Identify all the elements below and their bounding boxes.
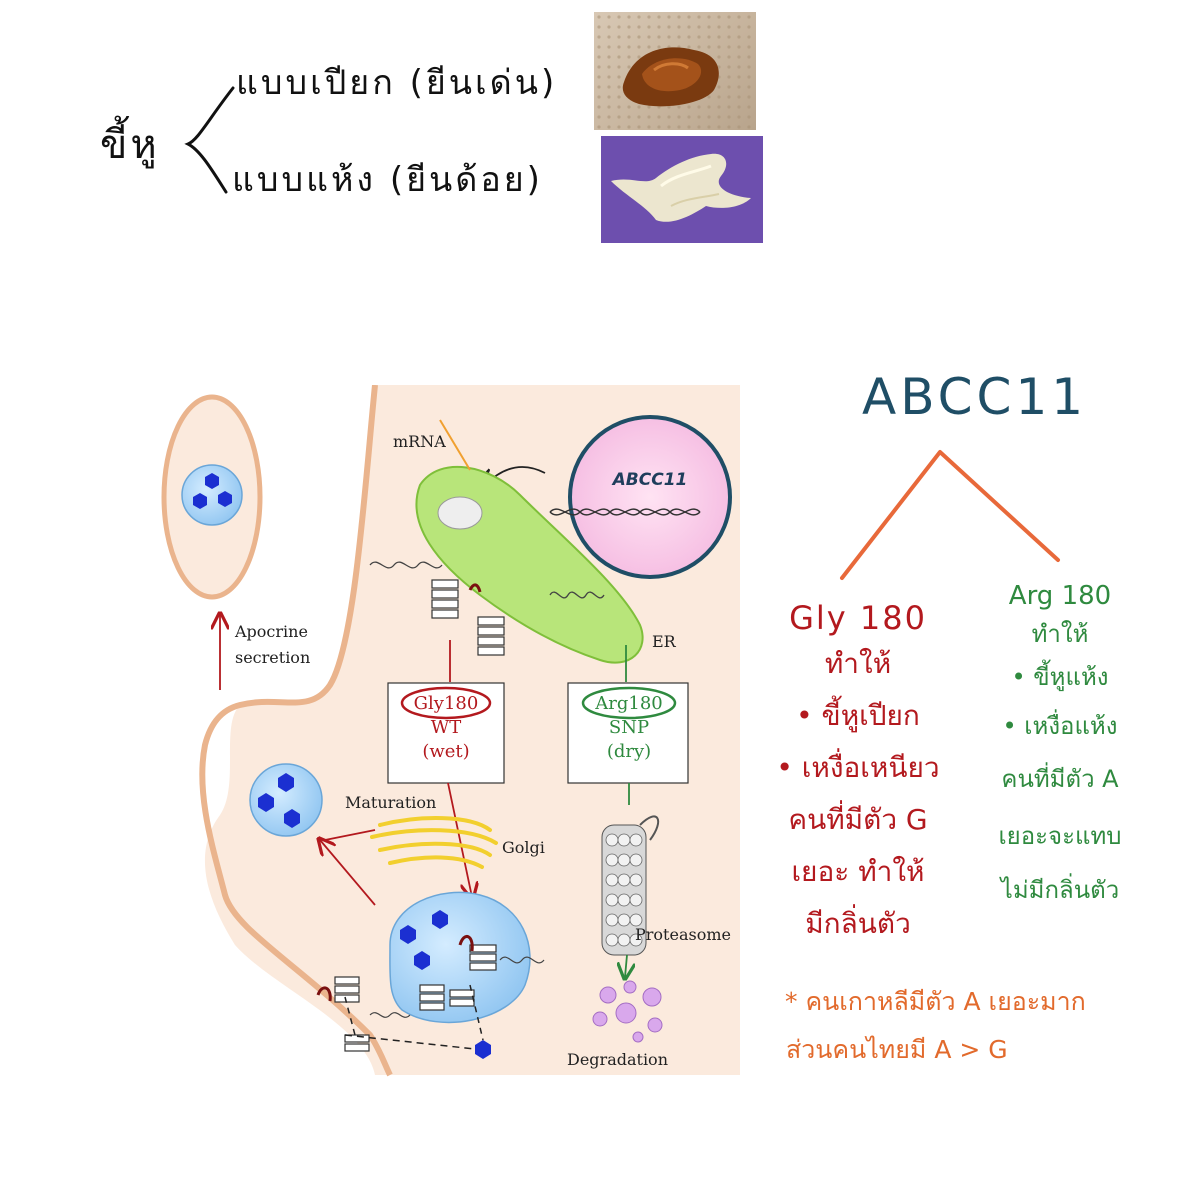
gly180-line-2: ทำให้ — [824, 647, 892, 680]
gly180-line-5: คนที่มีตัว G — [788, 803, 928, 836]
gly180-line-6: เยอะ ทำให้ — [791, 855, 925, 888]
proteasome-label: Proteasome — [635, 925, 731, 944]
note-line-2: ส่วนคนไทยมี A > G — [786, 1035, 1008, 1064]
gly180-line-7: มีกลิ่นตัว — [805, 907, 911, 940]
er-label: ER — [652, 632, 677, 651]
snp-box-line2: SNP — [609, 717, 649, 738]
wt-box-line1: Gly180 — [414, 693, 479, 714]
mrna-label: mRNA — [393, 432, 446, 451]
note-line-1: * คนเกาหลีมีตัว A เยอะมาก — [785, 987, 1086, 1016]
dry-earwax-text: แบบแห้ง (ยีนด้อย) — [232, 160, 543, 200]
earwax-label: ขี้หู — [100, 122, 160, 168]
brace-icon — [184, 86, 235, 194]
apocrine-label-2: secretion — [235, 648, 310, 667]
apocrine-label-1: Apocrine — [234, 622, 308, 641]
dry-earwax-photo — [601, 136, 763, 243]
snp-box-line3: (dry) — [607, 741, 651, 762]
wet-earwax-photo — [594, 12, 756, 130]
wt-box-line2: WT — [431, 717, 462, 738]
degradation-label: Degradation — [567, 1050, 668, 1069]
maturation-label: Maturation — [345, 793, 436, 812]
arg180-line-7: ไม่มีกลิ่นตัว — [1000, 876, 1120, 904]
wet-earwax-text: แบบเปียก (ยีนเด่น) — [236, 63, 558, 103]
gly180-branch: Gly 180 ทำให้ • ขี้หูเปียก • เหงื่อเหนีย… — [758, 598, 958, 950]
tree-branches — [840, 450, 1060, 580]
arg180-line-3: • ขี้หูแห้ง — [1011, 663, 1109, 691]
snp-box-line1: Arg180 — [594, 693, 662, 714]
arg180-line-2: ทำให้ — [1031, 620, 1089, 648]
arg180-line-4: • เหงื่อแห้ง — [1002, 712, 1118, 740]
arg180-line-1: Arg 180 — [1008, 581, 1112, 611]
gly180-line-3: • ขี้หูเปียก — [796, 699, 920, 732]
arg180-branch: Arg 180 ทำให้ • ขี้หูแห้ง • เหงื่อแห้ง ค… — [960, 578, 1160, 914]
wt-box-line3: (wet) — [422, 741, 469, 762]
abcc11-cell-diagram: Gly180 WT (wet) Arg180 SNP (dry) — [140, 385, 760, 1085]
nucleus-gene-label: ABCC11 — [611, 470, 688, 490]
arg180-line-6: เยอะจะแทบ — [998, 822, 1122, 850]
golgi-label: Golgi — [502, 838, 545, 857]
gly180-line-4: • เหงื่อเหนียว — [776, 751, 940, 784]
tree-root-title: ABCC11 — [862, 368, 1088, 426]
gly180-line-1: Gly 180 — [789, 599, 927, 637]
arg180-line-5: คนที่มีตัว A — [1001, 765, 1119, 793]
